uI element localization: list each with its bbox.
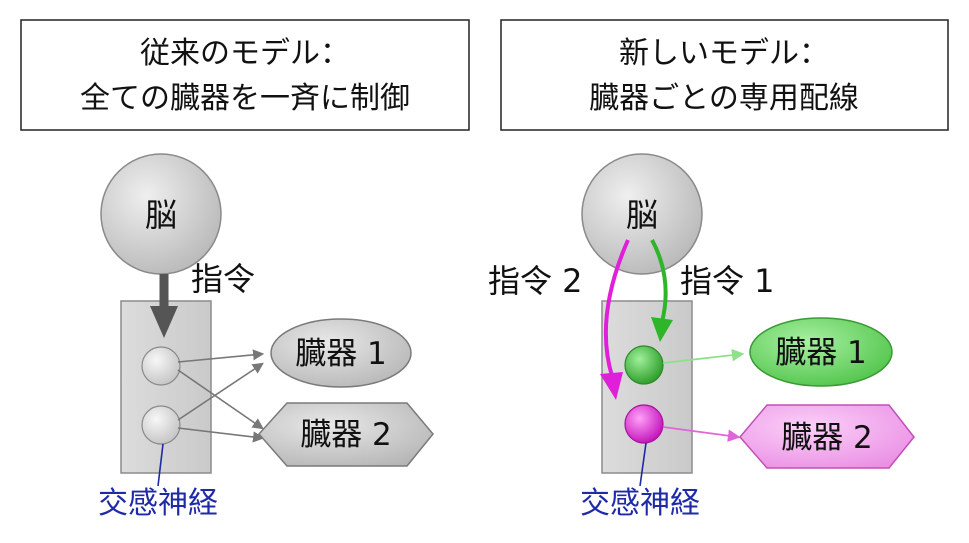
right-command1-arrowhead	[651, 317, 673, 342]
right-organ1-shape	[749, 317, 893, 387]
left-organ1-label: 臓器 1	[295, 336, 387, 372]
left-title-line2: 全ての臓器を一斉に制御	[80, 81, 410, 116]
left-organ1-shape	[270, 318, 412, 388]
right-command2-arrow	[603, 239, 630, 377]
right-brain-label: 脳	[626, 196, 658, 234]
left-organ2-label: 臓器 2	[300, 417, 392, 453]
left-command-label: 指令	[191, 260, 255, 298]
right-sympathetic-label: 交感神経	[580, 486, 700, 521]
right-sympathetic-line	[639, 442, 647, 487]
right-command2-arrowhead	[600, 372, 623, 400]
left-organ2-shape	[257, 402, 434, 467]
right-neuron-green	[624, 345, 664, 385]
left-panel: 従来のモデル： 全ての臓器を一斉に制御 脳 指令 交感神経 臓器 1 臓器 2	[20, 19, 470, 521]
left-projection-bottom-to-organ1	[177, 362, 264, 421]
right-organ1-label: 臓器 1	[775, 335, 867, 371]
left-projection-top-to-organ1	[177, 349, 265, 363]
right-organ2-shape	[739, 404, 915, 469]
left-projection-top-to-organ2	[177, 369, 264, 430]
left-projection-bottom-to-organ2	[177, 427, 265, 443]
right-title-box	[500, 19, 949, 131]
right-command1-label: 指令 1	[680, 262, 775, 300]
left-sympathetic-label: 交感神経	[98, 486, 218, 521]
left-command-arrowhead	[150, 306, 178, 338]
left-title-line1: 従来のモデル：	[140, 36, 350, 71]
left-neuron-bottom	[141, 405, 181, 445]
left-title-box	[20, 19, 470, 131]
right-neuron-magenta	[624, 404, 664, 444]
right-command2-label: 指令 2	[488, 262, 583, 300]
right-command1-arrow	[650, 239, 668, 323]
right-projection-green-to-organ1	[662, 348, 745, 364]
right-organ2-label: 臓器 2	[781, 420, 873, 456]
left-brain-label: 脳	[145, 196, 177, 234]
right-panel: 新しいモデル： 臓器ごとの専用配線 脳 指令 1 指令 2 交感神経 臓器 1 …	[488, 19, 949, 521]
right-title-line2: 臓器ごとの専用配線	[589, 81, 859, 116]
left-neuron-top	[141, 346, 181, 386]
right-title-line1: 新しいモデル：	[619, 36, 829, 71]
right-brain-node	[581, 153, 703, 275]
right-projection-magenta-to-organ2	[662, 426, 741, 442]
left-sympathetic-line	[157, 443, 164, 487]
